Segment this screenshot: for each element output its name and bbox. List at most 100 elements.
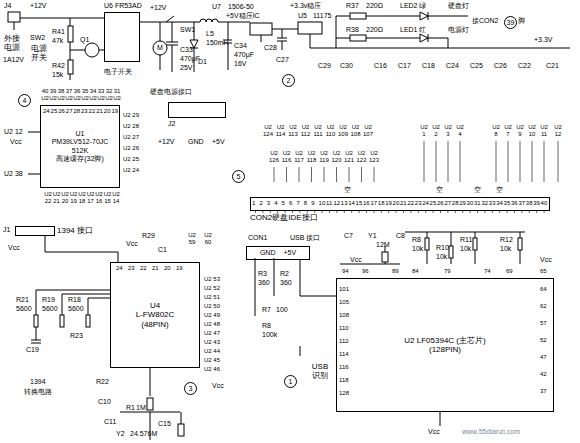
pin-wire — [381, 211, 382, 213]
schematic-label: +12V — [150, 4, 167, 12]
schematic-label: 5600 — [68, 305, 84, 313]
schematic-label: 硬盘灯 — [448, 2, 469, 10]
schematic-label: J4 — [4, 2, 11, 10]
callout-number: 3 — [184, 382, 197, 395]
schematic-label: 26 — [437, 200, 444, 207]
schematic-label: +5V — [212, 138, 225, 146]
schematic-label: D1 — [198, 58, 207, 66]
pin-wire — [462, 211, 463, 213]
schematic-label: U2 12 — [4, 128, 23, 136]
schematic-label: 69 — [506, 268, 513, 275]
schematic-label: U2 59 — [186, 232, 198, 246]
schematic-label: C29 — [318, 62, 331, 70]
pin-wire — [532, 141, 533, 182]
inductor-symbol — [200, 19, 218, 22]
schematic-label: U2 9 — [514, 124, 526, 138]
pin-wire — [359, 211, 360, 213]
schematic-label: 29 — [459, 200, 466, 207]
pin-wire — [440, 211, 441, 213]
schematic-label: R11 — [460, 236, 472, 244]
pin-wire — [496, 141, 497, 182]
pin-wire — [299, 167, 300, 182]
schematic-label: 39 — [533, 200, 540, 207]
schematic-label: 1M — [136, 404, 146, 412]
schematic-label: U5 — [298, 12, 307, 20]
resistor-symbol — [425, 238, 429, 250]
schematic-label: 28 — [73, 108, 80, 115]
schematic-label: 128 — [339, 390, 349, 397]
resistor-symbol — [34, 315, 38, 327]
schematic-label: 10k — [412, 245, 423, 253]
schematic-label: 22 — [407, 200, 414, 207]
schematic-label: 52 — [540, 337, 547, 344]
pin-wire — [403, 211, 404, 213]
schematic-label: U2 2 — [430, 124, 442, 138]
schematic-label: 1A12V — [3, 56, 24, 64]
schematic-label: U2 47 — [204, 330, 220, 337]
schematic-label: 24 — [422, 200, 429, 207]
pin-wire — [292, 211, 293, 213]
schematic-label: U2 14 — [112, 191, 120, 205]
resistor-symbol — [68, 26, 73, 42]
chip-label: 高速缓存(32脚) — [56, 155, 103, 163]
schematic-label: U2 124 — [262, 124, 274, 138]
schematic-label: 3 — [267, 200, 270, 207]
schematic-label: C21 — [546, 62, 559, 70]
chip-box: U6 FR53AD — [104, 2, 142, 62]
chip-label: L-FW802C — [136, 310, 175, 319]
schematic-label: L5 — [206, 30, 214, 38]
schematic-label: C11 — [104, 418, 116, 426]
schematic-label: 360 — [280, 279, 292, 287]
schematic-label: U2 48 — [204, 321, 220, 328]
schematic-label: U2 1 — [418, 124, 430, 138]
pin-wire — [396, 211, 397, 213]
schematic-label: U2 11 — [538, 124, 550, 138]
schematic-label: 37 — [518, 200, 525, 207]
schematic-label: 39 U2 — [49, 88, 57, 102]
pin-wire — [351, 211, 352, 213]
wire — [310, 16, 570, 48]
schematic-label: 108 — [339, 312, 349, 319]
chip-box: 1394 接口 — [15, 226, 93, 236]
schematic-label: U2 19 — [70, 191, 78, 205]
resistor-symbol — [68, 60, 73, 74]
pin-wire — [470, 211, 471, 213]
schematic-label: U2 29 — [123, 112, 139, 119]
schematic-label: 空 — [436, 186, 443, 194]
schematic-label: R37 — [346, 2, 359, 10]
regulator-symbol — [298, 22, 322, 34]
resistor-symbol — [350, 13, 366, 19]
schematic-label: 62 — [540, 303, 547, 310]
schematic-label: Vcc — [10, 138, 22, 146]
schematic-label: U2 15 — [104, 191, 112, 205]
schematic-label: U2 7 — [502, 124, 514, 138]
pin-wire — [433, 211, 434, 213]
schematic-label: 65 — [540, 268, 547, 275]
schematic-label: 33 — [489, 200, 496, 207]
resistor-symbol — [350, 35, 366, 41]
pin-wire — [373, 211, 374, 213]
chip-label: +5V — [283, 249, 296, 257]
schematic-label: C17 — [398, 62, 411, 70]
schematic-label: U2 120 — [331, 150, 343, 164]
wire — [140, 22, 250, 23]
schematic-label: +5V稳压IC — [226, 12, 260, 20]
schematic-label: J1 — [3, 226, 10, 234]
wire — [340, 246, 400, 264]
schematic-label: 4 — [274, 200, 277, 207]
schematic-label: 40 U2 — [41, 88, 49, 102]
schematic-label: 118 — [339, 377, 349, 384]
schematic-label: 21 — [152, 265, 159, 272]
pin-wire — [484, 211, 485, 213]
pin-wire — [299, 211, 300, 213]
schematic-label: 硬盘电源接口 — [150, 88, 192, 96]
chip-label: (128PIN) — [429, 345, 461, 354]
schematic-label: 25 — [51, 108, 58, 115]
schematic-label: 27 — [66, 108, 73, 115]
schematic-label: 25 — [430, 200, 437, 207]
schematic-label: U2 17 — [87, 191, 95, 205]
schematic-label: U2 113 — [287, 124, 299, 138]
schematic-label: C16 — [374, 62, 387, 70]
schematic-label: 42 — [540, 371, 547, 378]
schematic-label: 22 — [140, 265, 147, 272]
